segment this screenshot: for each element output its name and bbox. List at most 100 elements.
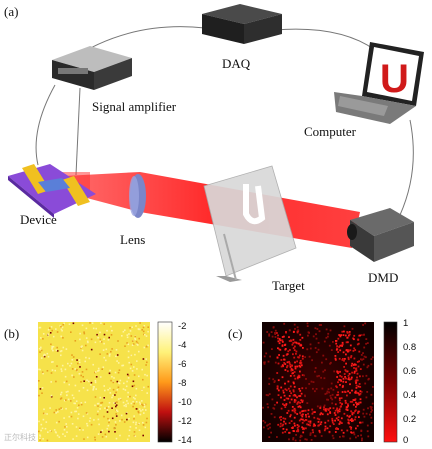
speckle [90, 423, 93, 426]
speckle [126, 400, 128, 402]
speckle [296, 403, 299, 405]
speckle [62, 337, 64, 339]
speckle [347, 358, 350, 361]
speckle [141, 368, 143, 371]
speckle [115, 437, 118, 440]
speckle [60, 368, 63, 370]
speckle [300, 434, 302, 437]
speckle [342, 431, 345, 434]
speckle [141, 408, 144, 411]
speckle [281, 336, 284, 338]
speckle [294, 399, 297, 402]
speckle [128, 435, 130, 437]
speckle [344, 334, 347, 337]
speckle [357, 410, 360, 413]
speckle [116, 354, 119, 356]
speckle [86, 436, 89, 439]
speckle [95, 327, 97, 330]
speckle [93, 419, 95, 421]
speckle [99, 340, 102, 343]
speckle [105, 348, 108, 351]
colorbar-c [383, 321, 398, 443]
speckle [366, 366, 369, 369]
speckle [320, 421, 323, 424]
speckle [289, 415, 292, 418]
speckle [318, 431, 321, 434]
speckle [297, 430, 300, 433]
speckle [265, 352, 268, 355]
speckle [61, 364, 64, 367]
speckle [356, 372, 359, 375]
speckle [85, 368, 88, 371]
speckle [299, 339, 302, 341]
speckle [52, 335, 55, 338]
speckle [142, 330, 145, 333]
speckle [274, 332, 276, 334]
speckle [116, 380, 119, 383]
colorbar-b-tick: -12 [178, 416, 192, 427]
speckle [319, 413, 322, 416]
speckle [323, 404, 326, 407]
speckle [79, 338, 81, 341]
speckle [353, 347, 356, 350]
speckle [363, 333, 365, 336]
speckle [116, 401, 118, 403]
speckle [338, 410, 341, 413]
speckle [294, 377, 297, 380]
speckle [283, 420, 285, 423]
speckle [60, 370, 63, 372]
speckle [79, 427, 81, 430]
speckle [61, 408, 63, 410]
speckle [332, 423, 335, 425]
speckle [51, 329, 53, 332]
speckle [349, 437, 352, 440]
speckle [310, 380, 313, 383]
speckle [273, 381, 276, 383]
speckle [345, 408, 348, 411]
speckle [71, 423, 74, 425]
speckle [126, 336, 129, 339]
speckle [276, 401, 278, 404]
colorbar-b-tick: -8 [178, 378, 186, 389]
speckle [342, 385, 344, 387]
speckle [294, 345, 296, 348]
speckle [371, 409, 373, 412]
speckle [339, 370, 341, 373]
speckle [292, 426, 294, 429]
speckle [276, 356, 279, 359]
speckle [100, 341, 103, 343]
speckle [321, 387, 324, 390]
speckle [321, 361, 323, 364]
speckle [142, 424, 145, 426]
speckle [70, 411, 73, 414]
speckle [80, 346, 82, 348]
speckle [94, 381, 97, 384]
speckle [296, 413, 299, 415]
speckle [295, 434, 297, 436]
speckle [111, 329, 113, 332]
speckle [312, 387, 314, 390]
speckle [47, 328, 50, 331]
speckle [298, 356, 300, 359]
speckle [340, 375, 343, 378]
speckle [360, 391, 363, 393]
speckle [351, 362, 354, 365]
speckle [268, 333, 271, 336]
speckle [92, 363, 94, 366]
speckle [273, 380, 276, 382]
speckle [371, 356, 374, 359]
colorbar-c-tick: 0.6 [403, 366, 416, 377]
speckle [141, 329, 143, 331]
speckle [71, 354, 73, 356]
speckle [347, 374, 350, 377]
speckle [282, 389, 285, 392]
speckle [143, 406, 146, 408]
speckle [122, 330, 125, 333]
speckle [284, 388, 287, 391]
speckle [347, 390, 349, 393]
speckle [356, 425, 359, 427]
speckle [293, 374, 296, 377]
speckle [111, 407, 113, 409]
speckle [142, 434, 144, 437]
speckle [104, 389, 106, 392]
